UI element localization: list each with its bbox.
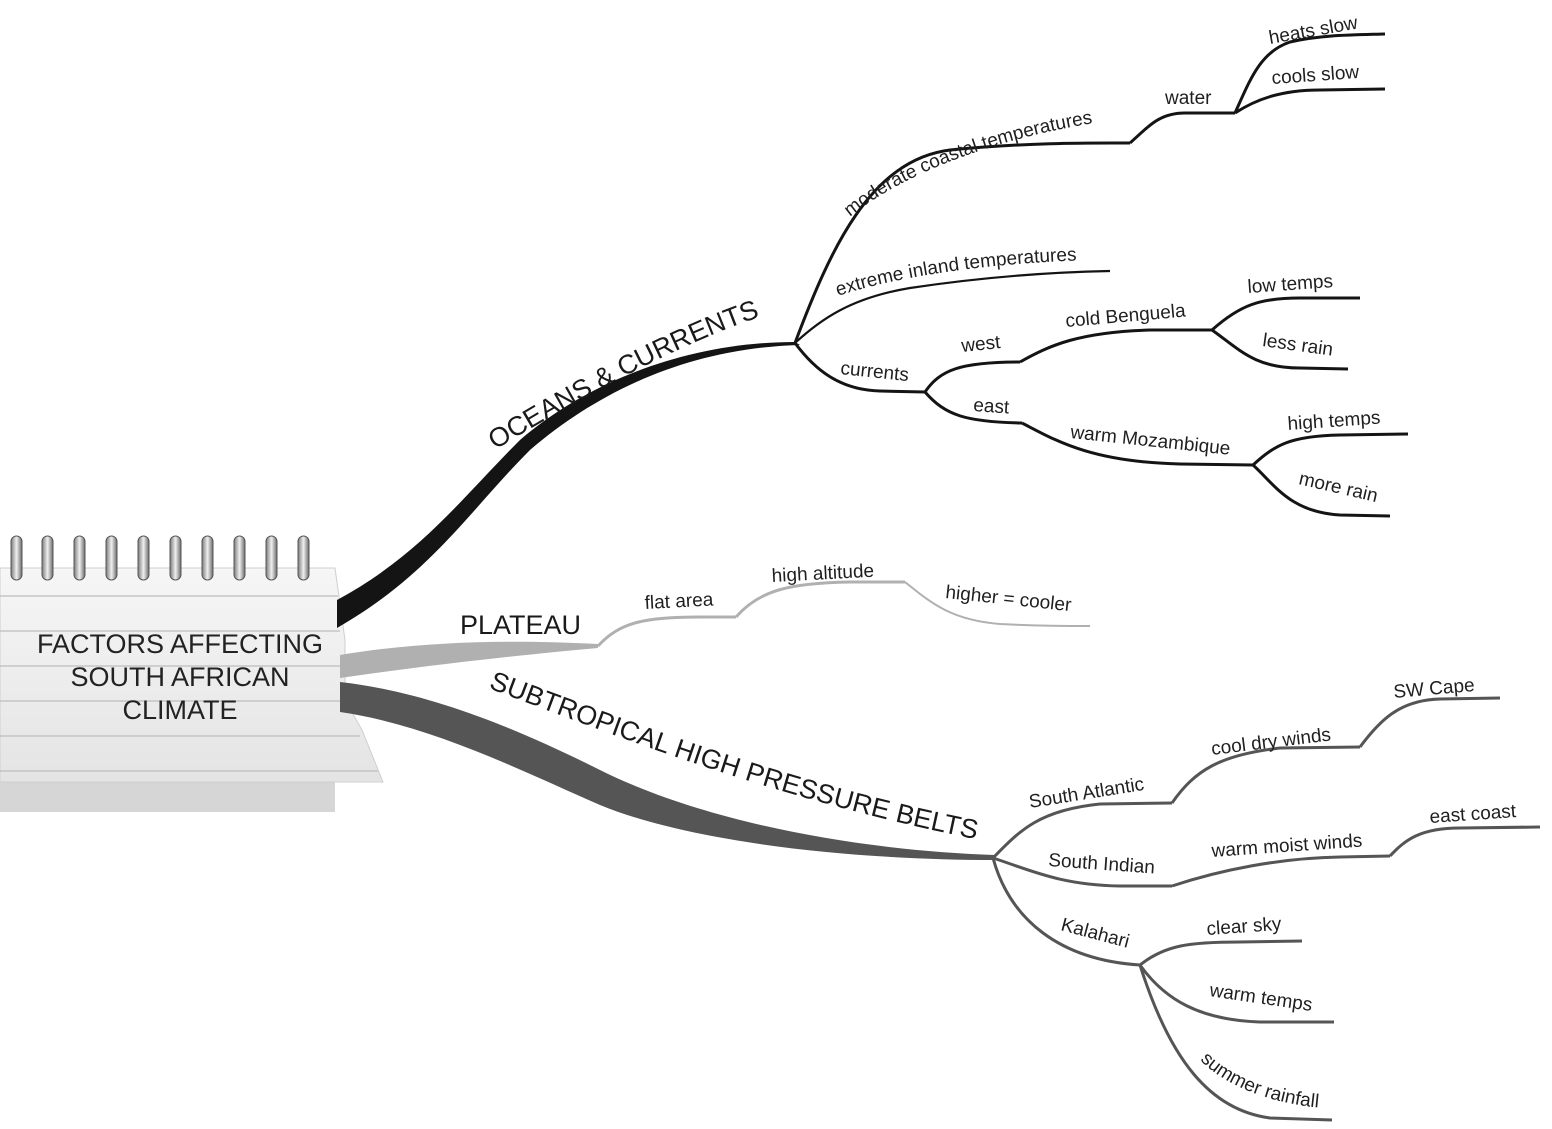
more-rain-label: more rain [1297,468,1380,507]
edge-less-rain [1211,328,1349,371]
cools-slow-label: cools slow [1271,62,1360,89]
edge-mozambique [1021,421,1254,467]
edge-water [1128,111,1235,145]
extreme-label: extreme inland temperatures [833,245,1077,301]
south-indian-label: South Indian [1048,850,1156,878]
edge-high-altitude [734,580,905,618]
edge-sw-cape [1358,696,1501,748]
water-label: water [1164,88,1212,109]
center-title-line-1: FACTORS AFFECTING [37,629,323,659]
edge-warm-temps [1138,964,1334,1024]
moderate-label: moderate coastal temperatures [840,107,1094,220]
edge-west [923,360,1021,393]
edge-moderate [793,141,1131,344]
summer-rainfall-label: summer rainfall [1197,1048,1321,1112]
cold-benguela-label: cold Benguela [1065,301,1187,332]
edge-south-indian [992,856,1172,888]
edge-benguela [1019,328,1212,364]
less-rain-label: less rain [1261,330,1334,361]
edge-low-temps [1211,296,1360,332]
heats-slow-label: heats slow [1267,13,1359,49]
edge-summer-rainfall [1138,964,1333,1122]
edge-heats [1233,32,1386,114]
kalahari-label: Kalahari [1059,915,1132,953]
center-title-line-3: CLIMATE [122,695,237,725]
edge-cools [1234,87,1386,115]
edge-east-coast [1388,825,1541,858]
edge-warm-moist [1171,854,1391,888]
currents-label: currents [839,358,909,386]
edge-more-rain [1251,463,1391,518]
edge-currents [793,342,926,394]
center-notepad: FACTORS AFFECTING SOUTH AFRICAN CLIMATE [0,535,384,812]
west-label: west [959,332,1002,357]
edge-clear-sky [1139,939,1303,967]
east-label: east [973,395,1011,419]
branch-plateau: PLATEAU flat area high altitude higher =… [340,561,1091,678]
edge-east [923,391,1023,425]
plateau-label: PLATEAU [460,610,581,640]
plateau-main-branch [340,641,598,678]
center-title-line-2: SOUTH AFRICAN [70,662,289,692]
branch-subtropical: SUBTROPICAL HIGH PRESSURE BELTS South At… [340,666,1541,1122]
low-temps-label: low temps [1247,271,1334,298]
oceans-label: OCEANS & CURRENTS [483,294,762,455]
east-coast-label: east coast [1429,801,1518,828]
clear-sky-label: clear sky [1206,914,1283,940]
edge-flat-area [596,615,736,648]
edge-south-atlantic [991,801,1173,860]
edge-higher-cooler [904,581,1091,627]
subtropical-main-branch [340,682,995,860]
edge-cool-dry [1170,745,1361,804]
flat-area-label: flat area [644,589,714,614]
edge-extreme [794,269,1111,344]
higher-cooler-label: higher = cooler [944,582,1073,616]
warm-temps-label: warm temps [1207,980,1313,1016]
edge-high-temps [1251,432,1409,467]
high-temps-label: high temps [1287,408,1381,435]
cool-dry-winds-label: cool dry winds [1210,724,1332,760]
spiral-rings [10,535,310,581]
edge-kalahari [991,857,1141,967]
branch-oceans: OCEANS & CURRENTS moderate coastal tempe… [337,13,1409,628]
